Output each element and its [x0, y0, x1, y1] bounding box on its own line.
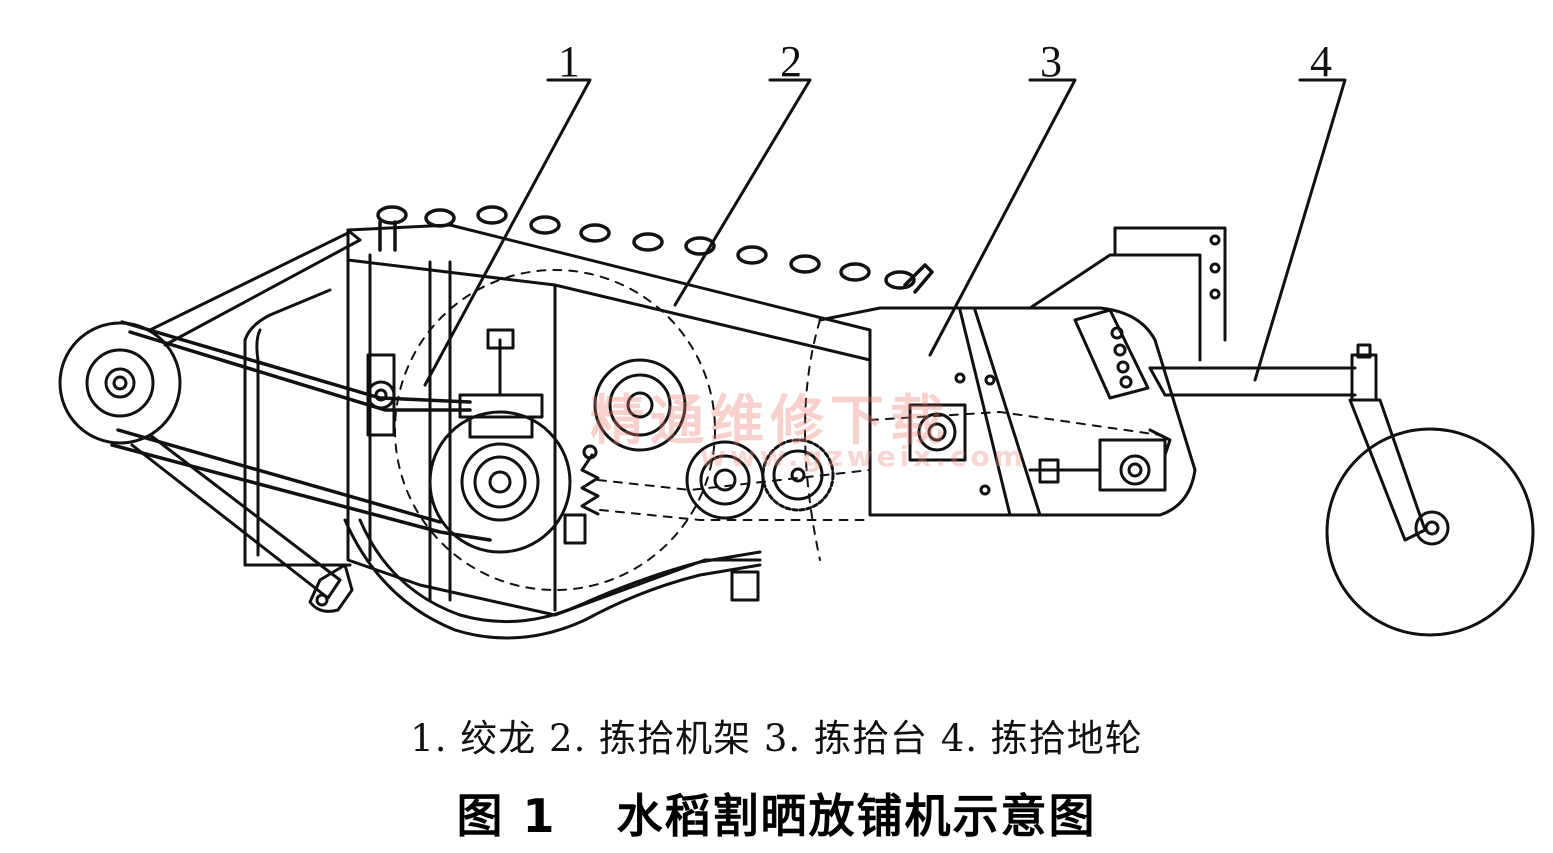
figure-number: 图 1	[456, 789, 557, 843]
figure-caption: 图 1 水稻割晒放铺机示意图	[0, 780, 1553, 846]
pickup-dashed-line	[869, 411, 1161, 436]
legend-item-1: 1. 绞龙	[410, 717, 537, 760]
header-frame	[243, 223, 872, 617]
watermark: 精通维修下载	[590, 389, 950, 452]
callout-1: 1	[558, 37, 580, 86]
top-chain	[376, 205, 934, 294]
legend-item-2: 2. 拣拾机架	[549, 717, 752, 760]
internal-dashed-line	[597, 469, 871, 521]
legend-item-3: 3. 拣拾台	[763, 717, 928, 760]
lower-guard	[343, 518, 762, 640]
left-pulley	[58, 321, 182, 445]
callout-4: 4	[1310, 37, 1332, 86]
callout-3: 3	[1040, 37, 1062, 86]
legend-item-4: 4. 拣拾地轮	[940, 717, 1143, 760]
callout-2: 2	[780, 37, 802, 86]
bearing-bracket	[366, 353, 396, 437]
ground-wheel-frame	[1028, 226, 1535, 637]
tension-spring	[563, 444, 600, 545]
upper-pulley	[593, 358, 687, 452]
legend: 1. 绞龙 2. 拣拾机架 3. 拣拾台 4. 拣拾地轮	[0, 708, 1553, 762]
main-pulley	[428, 328, 572, 554]
drive-belt	[110, 320, 492, 542]
leader-lines	[423, 78, 1347, 387]
figure-title: 水稻割晒放铺机示意图	[616, 789, 1097, 843]
watermark-url: www.gzweix.com	[700, 440, 1027, 473]
